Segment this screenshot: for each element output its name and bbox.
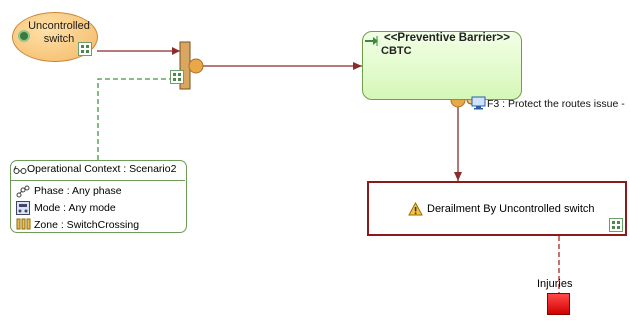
barrier-function-label[interactable]: F3 : Protect the routes issue -	[487, 98, 625, 110]
warning-icon	[408, 202, 423, 216]
barrier-name: CBTC	[381, 45, 412, 57]
monitor-icon	[471, 96, 486, 110]
gate-port[interactable]	[188, 58, 204, 74]
context-row-mode: Mode : Any mode	[34, 202, 116, 214]
glasses-icon	[13, 165, 27, 174]
barrier-type-icon	[365, 36, 378, 46]
operational-context-title: Operational Context : Scenario2	[27, 163, 177, 175]
gate-to-barrier-arrowhead	[353, 62, 362, 70]
hazard-label: Uncontrolled switch	[22, 20, 96, 46]
event-label: Derailment By Uncontrolled switch	[427, 203, 595, 215]
barrier-stereotype: <<Preventive Barrier>>	[384, 32, 510, 44]
hazard-label-line1: Uncontrolled	[28, 20, 90, 32]
mode-icon	[16, 201, 30, 215]
hazard-link-icon[interactable]	[78, 42, 92, 56]
hazard-to-gate-arrowhead	[172, 47, 180, 55]
operational-context-node[interactable]	[10, 160, 187, 233]
event-node[interactable]	[367, 181, 627, 236]
hazard-status-icon	[18, 30, 30, 42]
context-row-phase: Phase : Any phase	[34, 185, 122, 197]
hazard-label-line2: switch	[43, 33, 75, 45]
consequence-label: Injuries	[537, 278, 573, 290]
phase-icon	[16, 185, 30, 198]
gate-link-icon[interactable]	[170, 70, 184, 84]
barrier-to-event-arrowhead	[454, 172, 462, 181]
preventive-barrier-node[interactable]	[362, 31, 522, 100]
zone-icon	[16, 218, 31, 230]
event-link-icon[interactable]	[609, 218, 623, 232]
context-row-zone: Zone : SwitchCrossing	[34, 219, 140, 231]
context-to-gate-link[interactable]	[97, 78, 180, 160]
operational-context-header	[11, 160, 185, 181]
consequence-node[interactable]	[547, 293, 570, 315]
